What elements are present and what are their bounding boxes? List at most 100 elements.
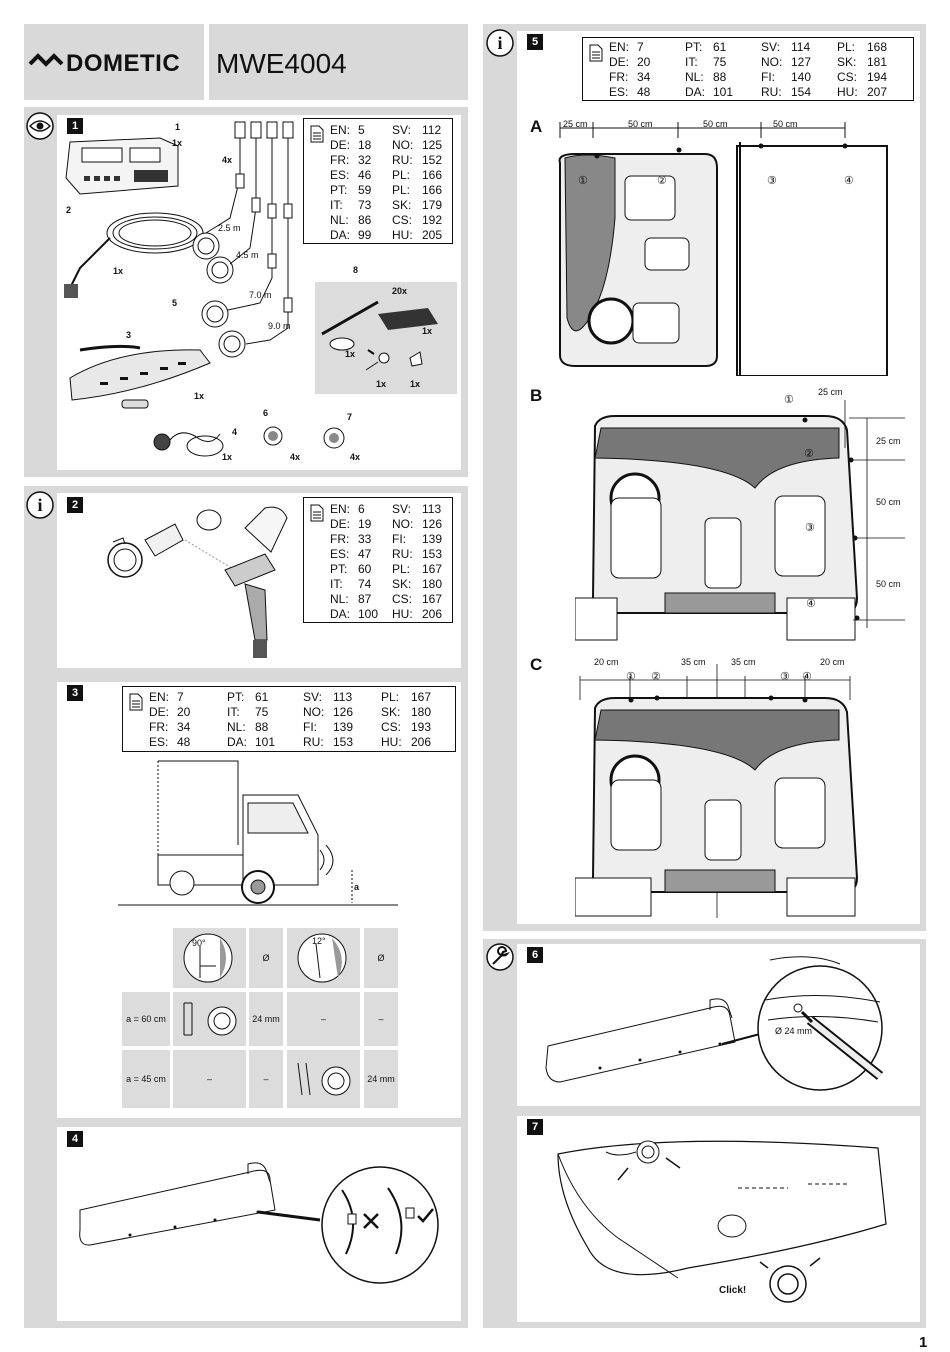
document-icon [589, 44, 603, 62]
lang-page: 206 [422, 607, 443, 621]
lang-code: FR: [330, 532, 350, 546]
section3-number: 3 [67, 685, 83, 701]
section4-number: 4 [67, 1131, 83, 1147]
lang-code: HU: [381, 735, 402, 749]
lang-code: PT: [685, 40, 703, 54]
table-row2-value: 24 mm [364, 1050, 398, 1108]
lang-page: 75 [255, 705, 269, 719]
lang-page: 168 [867, 40, 888, 54]
lang-code: NL: [685, 70, 704, 84]
table-row2-sensor [287, 1050, 360, 1108]
lang-code: SK: [392, 577, 412, 591]
document-icon [310, 504, 324, 522]
lang-code: HU: [392, 228, 413, 242]
marker-b-2: ② [804, 448, 814, 460]
diagram-a-tag: A [530, 117, 543, 136]
lang-code: SK: [381, 705, 401, 719]
lang-page: 113 [422, 502, 442, 516]
lang-page: 166 [422, 168, 443, 182]
label-p8c: 1x [345, 349, 356, 359]
lang-page: 7 [177, 690, 184, 704]
lang-page: 113 [333, 690, 353, 704]
lang-code: SV: [761, 40, 780, 54]
eye-icon [26, 112, 54, 140]
lang-page: 75 [713, 55, 727, 69]
table-row1-dash1: – [287, 992, 360, 1046]
lang-code: PL: [392, 562, 411, 576]
section7-number: 7 [527, 1119, 543, 1135]
lang-page: 153 [422, 547, 443, 561]
row2-dash1: – [206, 1074, 212, 1084]
table-row2-dash1: – [173, 1050, 246, 1108]
lang-page: 126 [333, 705, 354, 719]
section1-illustration [64, 121, 294, 457]
row2-dash2: – [263, 1074, 269, 1084]
lang-code: RU: [392, 153, 413, 167]
marker-a-1: ① [578, 175, 588, 187]
section1-clip7-illustration [323, 427, 345, 449]
label-p2: 2 [66, 205, 72, 215]
lang-page: 59 [358, 183, 372, 197]
lang-code: DA: [330, 607, 351, 621]
lang-code: SK: [392, 198, 412, 212]
lang-page: 86 [358, 213, 372, 227]
lang-code: CS: [837, 70, 858, 84]
diagram-b-cab-topview [575, 400, 905, 641]
lang-code: SV: [392, 502, 411, 516]
lang-code: EN: [149, 690, 170, 704]
lang-page: 33 [358, 532, 372, 546]
angle-12-label: 12° [312, 936, 326, 946]
lang-code: SV: [392, 123, 411, 137]
lang-page: 207 [867, 85, 888, 99]
label-p7: 7 [347, 412, 353, 422]
lang-page: 126 [422, 517, 443, 531]
lang-code: DE: [609, 55, 630, 69]
lang-code: ES: [330, 547, 350, 561]
lang-code: CS: [381, 720, 402, 734]
lang-page: 100 [358, 607, 379, 621]
diagram-a-cab-topview [558, 122, 888, 376]
diagram-c-cab-topview [575, 664, 859, 918]
dometic-logo-icon [28, 53, 64, 67]
lang-code: ES: [149, 735, 169, 749]
dim-a-2: 50 cm [628, 119, 653, 129]
cable-ties-icon [321, 300, 438, 371]
table-row1-dash2: – [364, 992, 398, 1046]
lang-page: 61 [713, 40, 727, 54]
document-icon [129, 693, 143, 711]
lang-page: 180 [411, 705, 432, 719]
lang-code: DE: [330, 517, 351, 531]
dim-c-4: 20 cm [820, 657, 845, 667]
lang-page: 46 [358, 168, 372, 182]
lang-page: 48 [177, 735, 191, 749]
lang-page: 87 [358, 592, 372, 606]
table-row2-dash2: – [249, 1050, 283, 1108]
lang-code: DE: [149, 705, 170, 719]
dim-c-2: 35 cm [681, 657, 706, 667]
row1-value: 24 mm [252, 1014, 280, 1024]
lang-page: 88 [713, 70, 727, 84]
lang-code: CS: [392, 592, 413, 606]
row1-dash1: – [320, 1014, 326, 1024]
lang-code: IT: [330, 577, 343, 591]
row1-label: a = 60 cm [126, 1014, 166, 1024]
lang-page: 152 [422, 153, 443, 167]
lang-code: FI: [392, 532, 406, 546]
bumper-drill-illustration [79, 1162, 439, 1284]
lang-page: 205 [422, 228, 443, 242]
table-cell-dia1: Ø [249, 928, 283, 988]
lang-code: DA: [227, 735, 248, 749]
angle-90-icon [183, 933, 232, 983]
lang-page: 88 [255, 720, 269, 734]
lang-page: 193 [411, 720, 432, 734]
lang-page: 32 [358, 153, 372, 167]
lang-code: PT: [330, 183, 348, 197]
lang-page: 6 [358, 502, 365, 516]
lang-page: 20 [177, 705, 191, 719]
table-row1-value: 24 mm [249, 992, 283, 1046]
lang-page: 125 [422, 138, 443, 152]
marker-b-4: ④ [806, 598, 816, 610]
